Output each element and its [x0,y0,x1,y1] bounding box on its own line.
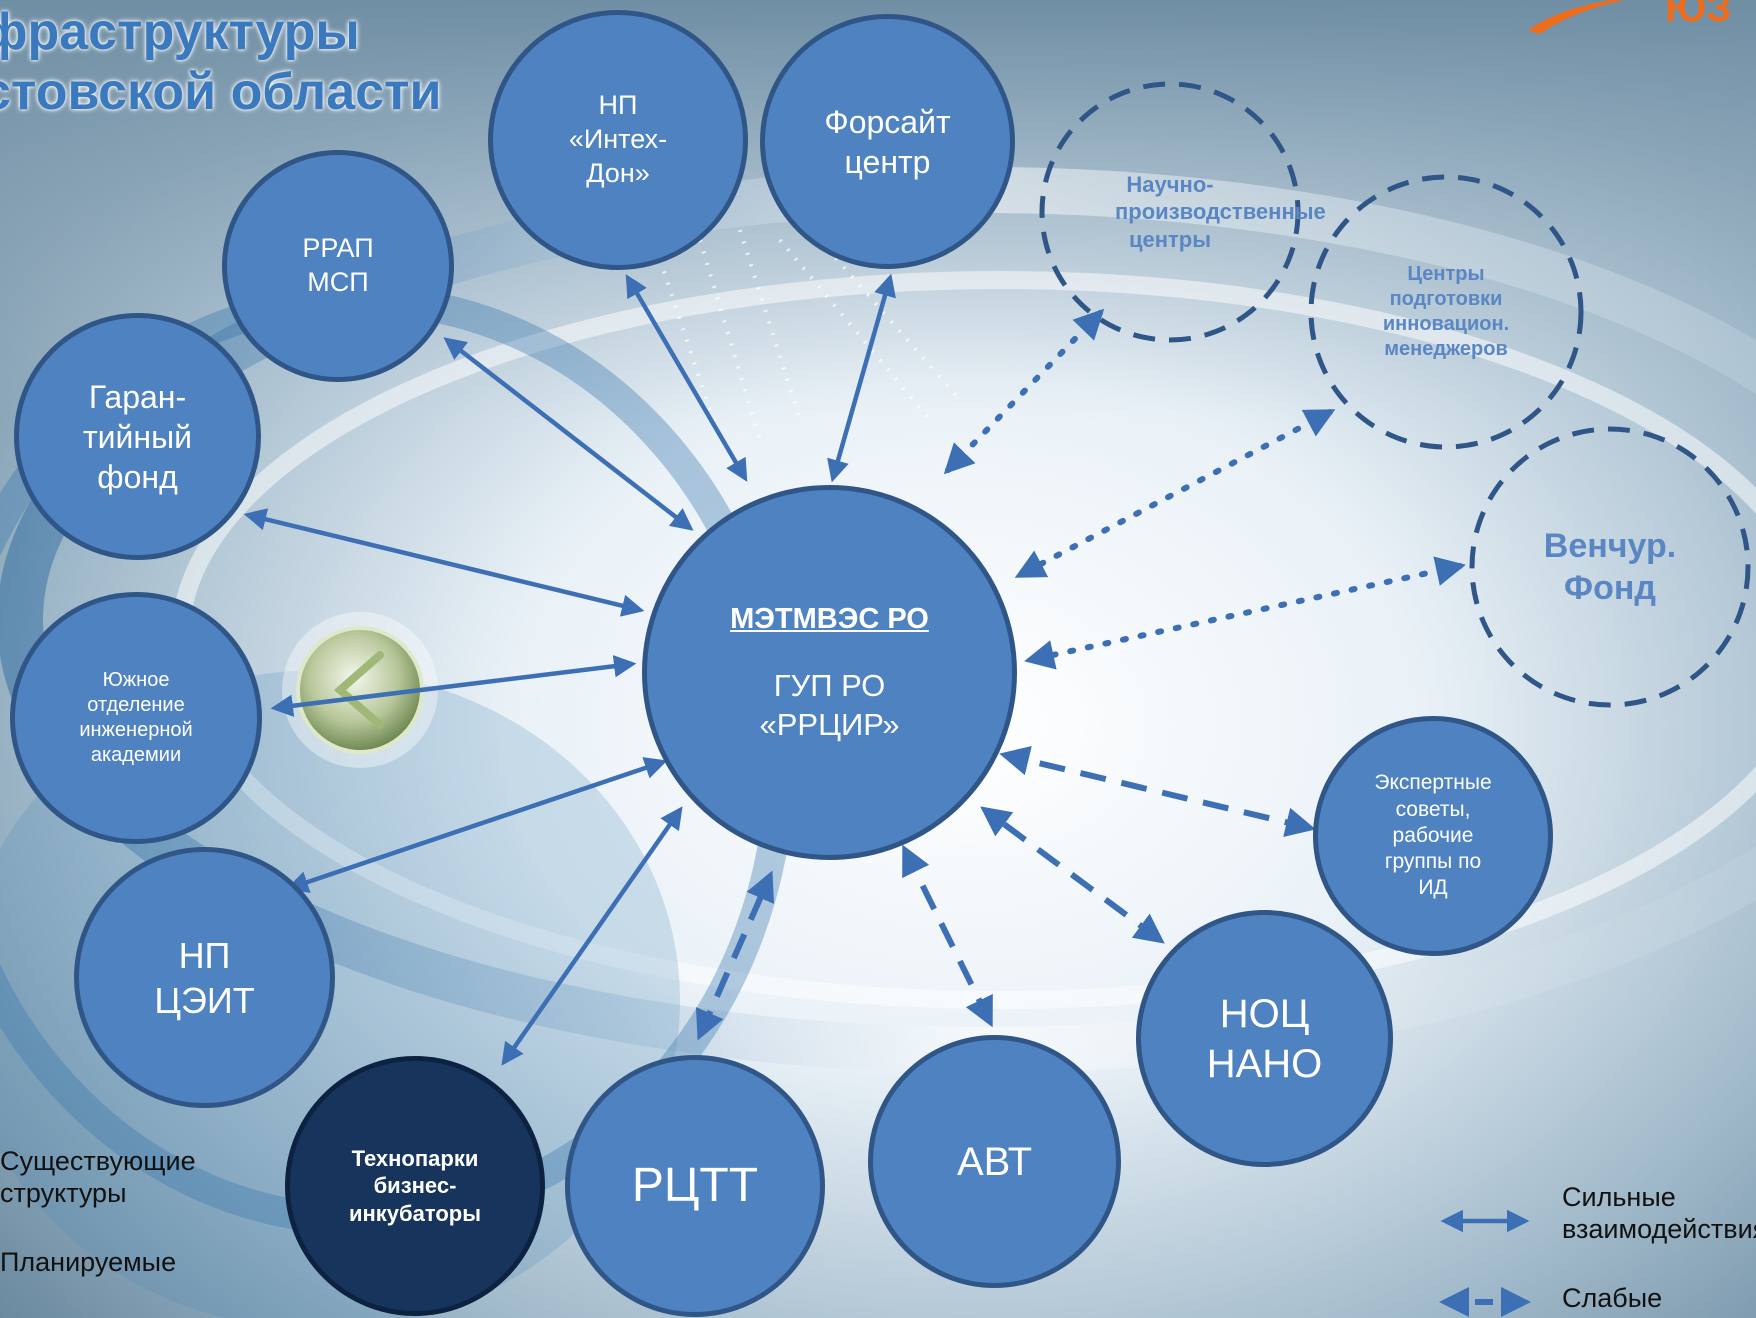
node-avt[interactable]: АВТ [868,1035,1121,1288]
node-rctt[interactable]: РЦТТ [565,1055,825,1317]
node-rctt-label: РЦТТ [631,1159,759,1212]
legend-strong-label: Сильные взаимодействия [1562,1182,1756,1244]
arrow-rctt [695,870,775,1041]
node-ekspert[interactable]: Экспертные советы, рабочие группы по ИД [1313,716,1553,956]
arrow-np-tseit [285,757,668,893]
page-title-line-2: стовской области [0,63,442,121]
node-nauchno-label: Научно-производственные центры [1115,171,1326,252]
node-np-tseit-label: НП ЦЭИТ [154,934,255,1021]
node-venchur-label: Венчур. Фонд [1543,526,1677,608]
legend-planned: Планируемые [0,1247,210,1279]
node-np-tseit[interactable]: НП ЦЭИТ [74,847,335,1108]
node-nauchno-outline [1039,81,1301,343]
legend-existing-label: Существующие структуры [0,1146,196,1208]
node-tekhnopark-label: Технопарки бизнес-инкубаторы [348,1145,482,1226]
node-ekspert-label: Экспертные советы, рабочие группы по ИД [1374,771,1492,900]
arrow-ekspert [999,745,1316,838]
arrow-venchur [1024,556,1466,670]
node-forsait-label: Форсайт центр [824,103,951,180]
arrow-noc [980,806,1165,944]
legend-weak-label: Слабые [1562,1283,1663,1313]
arrow-tekhnopark [501,806,683,1066]
node-garant[interactable]: Гаран-тийный фонд [14,313,261,560]
node-noc-label: НОЦ НАНО [1206,991,1323,1086]
node-garant-label: Гаран-тийный фонд [83,378,192,495]
logo-swoosh [1528,0,1624,34]
node-forsait[interactable]: Форсайт центр [760,14,1015,269]
node-tekhnopark[interactable]: Технопарки бизнес-инкубаторы [285,1056,545,1316]
legend-planned-label: Планируемые [0,1247,177,1277]
node-yuzhnoe-label: Южное отделение инженерной академии [79,669,193,766]
arrow-np-intekh [625,274,748,482]
node-center-hub[interactable]: МЭТМВЭС РО ГУП РО «РРЦИР» [642,485,1017,860]
legend-strong: Сильные взаимодействия [1562,1182,1756,1252]
node-centry[interactable]: Центры подготовки инновацион. менеджеров [1311,177,1581,447]
arrow-avt [902,844,993,1028]
page-title-line-1: фраструктуры [0,3,360,61]
hub-subtitle: ГУП РО «РРЦИР» [759,667,900,742]
node-yuzhnoe[interactable]: Южное отделение инженерной академии [10,592,262,844]
legend-existing: Существующие структуры [0,1146,240,1209]
node-rrap[interactable]: РРАП МСП [222,150,454,382]
legend-weak: Слабые [1562,1283,1662,1315]
arrow-nauchno [943,308,1105,475]
node-np-intekh[interactable]: НП «Интех-Дон» [488,10,748,270]
arrow-forsait [827,273,896,483]
node-venchur-outline [1469,426,1751,708]
logo-text: ЮЗ [1665,0,1732,30]
arrow-rrap [443,337,694,531]
node-noc[interactable]: НОЦ НАНО [1136,910,1393,1167]
node-centry-outline [1308,174,1584,450]
arrow-yuzhnoe [270,655,637,717]
node-rrap-label: РРАП МСП [302,233,374,297]
node-avt-label: АВТ [956,1139,1033,1184]
hub-title: МЭТМВЭС РО [730,602,929,635]
node-np-intekh-label: НП «Интех-Дон» [568,90,668,188]
arrow-centry [1014,409,1336,578]
node-venchur[interactable]: Венчур. Фонд [1472,429,1748,705]
node-nauchno[interactable]: Научно-производственные центры [1042,84,1326,340]
arrow-garant [243,508,645,617]
node-centry-label: Центры подготовки инновацион. менеджеров [1382,263,1510,360]
